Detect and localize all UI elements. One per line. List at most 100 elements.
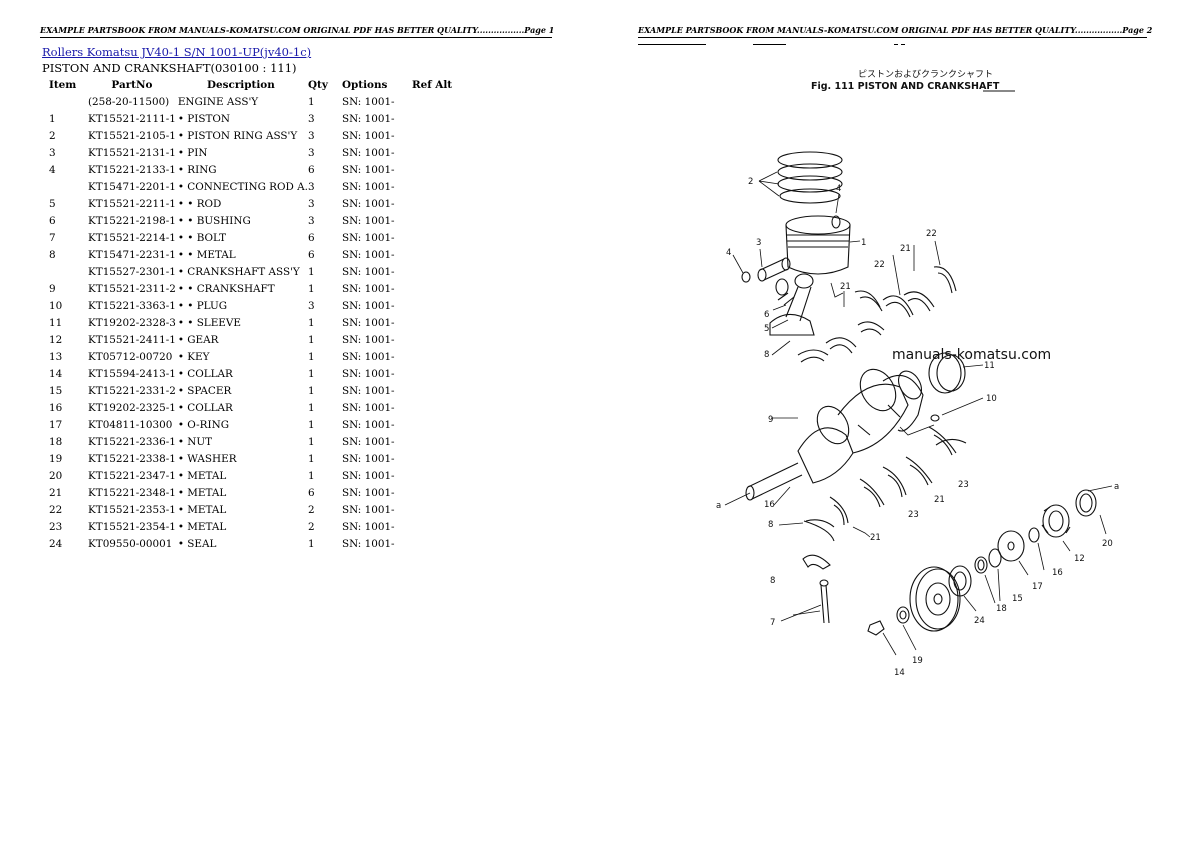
parts-table: Item PartNo Description Qty Options Ref … bbox=[42, 77, 456, 552]
row-partno: KT15594-2413-1 bbox=[88, 367, 176, 380]
row-ref-alt bbox=[412, 229, 456, 246]
row-description: • • BUSHING bbox=[177, 214, 251, 227]
callout-2: 2 bbox=[748, 177, 753, 187]
row-item: 2 bbox=[49, 129, 56, 142]
row-partno: KT15221-2347-1 bbox=[88, 469, 176, 482]
row-partno: KT15521-2311-2 bbox=[88, 282, 176, 295]
row-ref-alt bbox=[412, 467, 456, 484]
row-ref-alt bbox=[412, 501, 456, 518]
row-partno: KT15521-2131-1 bbox=[88, 146, 176, 159]
row-partno: KT15221-2336-1 bbox=[88, 435, 176, 448]
callout-12: 12 bbox=[1074, 554, 1085, 564]
row-options: SN: 1001- bbox=[341, 180, 395, 193]
callout-21-d: 21 bbox=[870, 533, 881, 543]
front-gear-train-drawing bbox=[867, 489, 1097, 636]
row-item: 20 bbox=[49, 469, 63, 482]
row-description: • CRANKSHAFT ASS'Y bbox=[177, 265, 300, 278]
row-item: 16 bbox=[49, 401, 63, 414]
row-options: SN: 1001- bbox=[341, 146, 395, 159]
row-options: SN: 1001- bbox=[341, 503, 395, 516]
row-ref-alt bbox=[412, 399, 456, 416]
row-description: • NUT bbox=[177, 435, 213, 448]
row-ref-alt bbox=[412, 110, 456, 127]
row-options: SN: 1001- bbox=[341, 316, 395, 329]
row-description: • SPACER bbox=[177, 384, 232, 397]
page-2-header: EXAMPLE PARTSBOOK FROM MANUALS-KOMATSU.C… bbox=[638, 25, 1152, 38]
row-description: • METAL bbox=[177, 486, 227, 499]
row-description: • PISTON bbox=[177, 112, 231, 125]
callout-14: 16 bbox=[764, 500, 775, 510]
row-ref-alt bbox=[412, 195, 456, 212]
row-item: 17 bbox=[49, 418, 63, 431]
row-qty: 3 bbox=[307, 129, 315, 142]
row-partno: KT15221-2331-2 bbox=[88, 384, 176, 397]
callout-6: 6 bbox=[764, 310, 769, 320]
row-partno: KT15527-2301-1 bbox=[88, 265, 176, 278]
row-options: SN: 1001- bbox=[341, 486, 395, 499]
row-item: 13 bbox=[49, 350, 63, 363]
row-item: 1 bbox=[49, 112, 56, 125]
row-options: SN: 1001- bbox=[341, 418, 395, 431]
row-options: SN: 1001- bbox=[341, 333, 395, 346]
row-ref-alt bbox=[412, 263, 456, 280]
row-qty: 1 bbox=[307, 469, 315, 482]
row-partno: KT05712-00720 bbox=[88, 350, 173, 363]
row-item bbox=[42, 178, 88, 195]
piston-rings-drawing bbox=[777, 151, 843, 204]
column-header-qty: Qty bbox=[307, 79, 328, 91]
row-description: • CONNECTING ROD A. bbox=[177, 180, 308, 193]
row-options: SN: 1001- bbox=[341, 163, 395, 176]
row-item: 8 bbox=[49, 248, 56, 261]
row-qty: 2 bbox=[307, 503, 315, 516]
callout-4-top: 4 bbox=[836, 184, 841, 194]
row-item: 21 bbox=[49, 486, 63, 499]
row-options: SN: 1001- bbox=[341, 469, 395, 482]
row-ref-alt bbox=[412, 535, 456, 552]
callout-22-a: 22 bbox=[874, 260, 885, 270]
row-qty: 6 bbox=[307, 231, 315, 244]
row-qty: 3 bbox=[307, 197, 315, 210]
row-item: 18 bbox=[49, 435, 63, 448]
row-ref-alt bbox=[412, 280, 456, 297]
row-qty: 1 bbox=[307, 401, 315, 414]
row-partno: KT09550-00001 bbox=[88, 537, 173, 550]
sleeve-drawing bbox=[928, 352, 966, 394]
row-qty: 1 bbox=[307, 333, 315, 346]
row-ref-alt bbox=[412, 127, 456, 144]
row-item: 4 bbox=[49, 163, 56, 176]
callout-20: 20 bbox=[1102, 539, 1113, 549]
row-item: 6 bbox=[49, 214, 56, 227]
callout-21-c: 21 bbox=[934, 495, 945, 505]
rod-cap-and-bolt-drawing bbox=[802, 554, 831, 624]
row-item: 3 bbox=[49, 146, 56, 159]
row-options: SN: 1001- bbox=[341, 95, 395, 108]
callout-leader-lines bbox=[724, 171, 1113, 656]
row-options: SN: 1001- bbox=[341, 265, 395, 278]
row-qty: 1 bbox=[307, 350, 315, 363]
row-item: 15 bbox=[49, 384, 63, 397]
row-ref-alt bbox=[412, 297, 456, 314]
row-partno: KT15221-2348-1 bbox=[88, 486, 176, 499]
row-partno: KT15521-2111-1 bbox=[88, 112, 176, 125]
row-options: SN: 1001- bbox=[341, 537, 395, 550]
callout-8-a: 8 bbox=[764, 350, 769, 360]
model-link[interactable]: Rollers Komatsu JV40-1 S/N 1001-UP(jv40-… bbox=[42, 45, 312, 59]
row-options: SN: 1001- bbox=[341, 197, 395, 210]
row-options: SN: 1001- bbox=[341, 350, 395, 363]
row-description: • O-RING bbox=[177, 418, 229, 431]
row-partno: KT15521-2354-1 bbox=[88, 520, 176, 533]
row-item: 11 bbox=[49, 316, 63, 329]
row-qty: 2 bbox=[307, 520, 315, 533]
exploded-parts-diagram: ピストンおよびクランクシャフト Fig. 111 PISTON AND CRAN… bbox=[716, 69, 1119, 678]
